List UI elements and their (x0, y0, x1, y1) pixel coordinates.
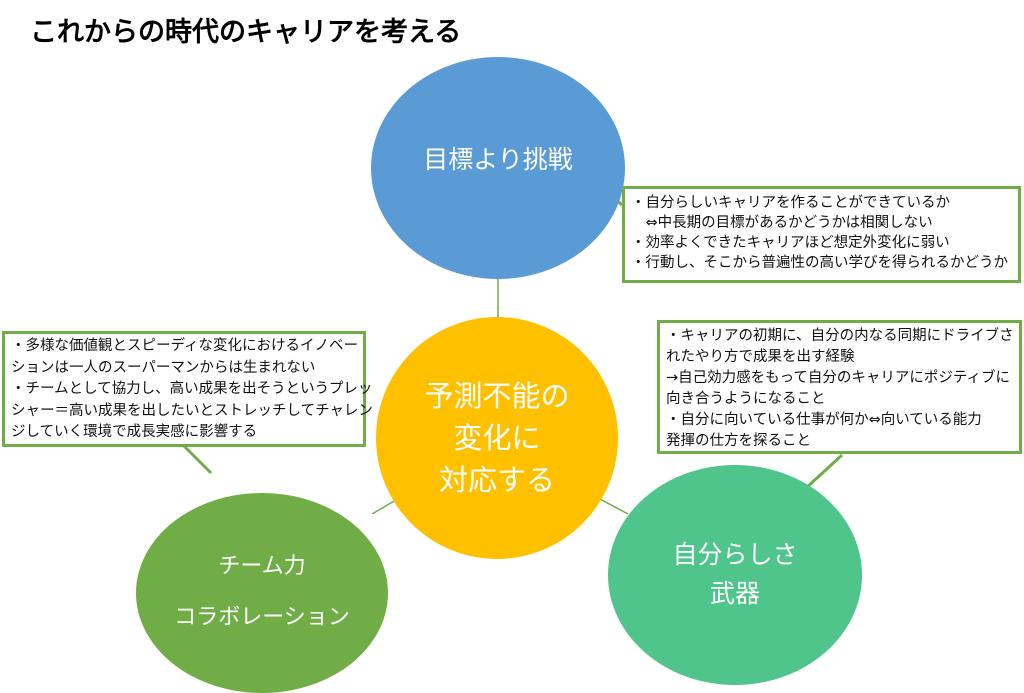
node-label: 自分らしさ (672, 540, 798, 570)
node-label: コラボレーション (174, 605, 350, 630)
note-line: れたやり方で成果を出す経験 (666, 349, 855, 365)
node-label: 対応する (438, 463, 555, 498)
page-title: これからの時代のキャリアを考える (30, 17, 462, 48)
note-line: ・効率よくできたキャリアほど想定外変化に弱い (631, 235, 950, 251)
node-goal-challenge: 目標より挑戦 (371, 57, 625, 279)
note-line: ションは一人のスーパーマンからは生まれない (11, 359, 316, 376)
note-line: ・自分らしいキャリアを作ることができているか (631, 195, 950, 211)
note-line: ・多様な価値観とスピーディな変化におけるイノベー (11, 338, 358, 354)
connector-right-center (599, 498, 629, 515)
node-label: 変化に (453, 420, 541, 455)
note-line: ・行動し、そこから普遍性の高い学びを得られるかどうか (631, 255, 1008, 271)
note-line: ・キャリアの初期に、自分の内なる同期にドライブさ (666, 328, 1014, 344)
connector-left-center (371, 499, 397, 515)
node-center-unpredictable-change: 予測不能の 変化に 対応する (376, 317, 618, 559)
node-label: 目標より挑戦 (423, 144, 573, 174)
callout-note-goal-challenge: ・自分らしいキャリアを作ることができているか ⇔中長期の目標があるかどうかは相関… (622, 186, 1021, 283)
note-line: →自己効力感をもって自分のキャリアにポジティブに (666, 370, 1011, 386)
callout-note-self-weapon: ・キャリアの初期に、自分の内なる同期にドライブさ れたやり方で成果を出す経験 →… (657, 320, 1022, 454)
note-line: ・チームとして協力し、高い成果を出そうというプレッ (11, 381, 373, 397)
node-label: チーム力 (218, 554, 306, 580)
note-line: ⇔中長期の目標があるかどうかは相関しない (631, 215, 933, 231)
note-line: 向き合うようになること (666, 391, 826, 407)
callout-note-team-collaboration: ・多様な価値観とスピーディな変化におけるイノベー ションは一人のスーパーマンから… (2, 331, 373, 447)
note-line: 発揮の仕方を探ること (666, 433, 811, 449)
callout-left-pointer (182, 444, 213, 475)
node-self-weapon: 自分らしさ 武器 (608, 465, 862, 685)
node-team-collaboration: チーム力 コラボレーション (136, 493, 388, 693)
node-label: 武器 (709, 579, 760, 608)
note-line: ・自分に向いている仕事が何か⇔向いている能力 (666, 412, 982, 428)
note-line: ジしていく環境で成長実感に影響する (11, 424, 258, 440)
node-label: 予測不能の (424, 378, 570, 413)
note-line: シャー＝高い成果を出したいとストレッチしてチャレン (11, 402, 373, 419)
